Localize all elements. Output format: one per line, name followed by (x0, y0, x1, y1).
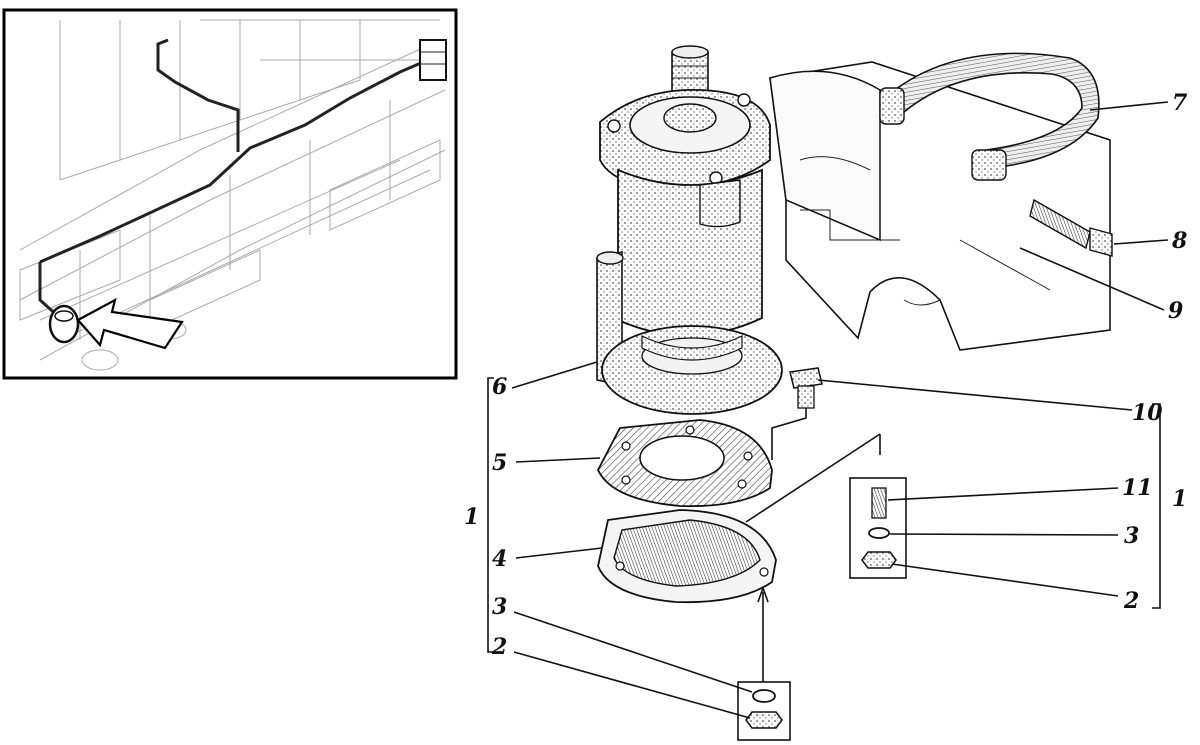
pump-location-marker (48, 304, 80, 344)
callout-2-left: 2 (491, 634, 507, 660)
callout-3-right: 3 (1124, 523, 1139, 549)
callout-9: 9 (1168, 298, 1183, 324)
plate-leader-arrow (757, 585, 769, 603)
callout-1-right: 1 (1172, 486, 1187, 512)
bracket-bolt (1029, 198, 1113, 257)
right-hardware-box (849, 477, 907, 579)
bolt-leader (771, 408, 807, 460)
motor-pump-assembly (596, 45, 783, 415)
valve-top-right (419, 39, 447, 81)
callout-1-left: 1 (464, 504, 479, 530)
callout-10: 10 (1132, 400, 1163, 426)
stud-leader (745, 433, 881, 523)
callout-7: 7 (1172, 90, 1188, 116)
callout-5: 5 (492, 450, 507, 476)
callout-4: 4 (492, 546, 507, 572)
mounting-bracket (769, 61, 1111, 351)
leader-lines (487, 101, 1169, 719)
callout-3-left: 3 (492, 594, 507, 620)
mounting-plate (597, 509, 777, 604)
bolt (789, 367, 823, 409)
gasket (596, 419, 773, 508)
strap-clamp (879, 52, 1100, 181)
callout-6: 6 (492, 374, 507, 400)
callout-11: 11 (1122, 475, 1153, 501)
bottom-hardware-box (737, 585, 791, 741)
callout-2-right: 2 (1123, 588, 1139, 614)
callout-labels: 6 5 1 4 3 2 10 11 1 3 2 7 8 9 (464, 90, 1188, 660)
chassis-frame-icon (19, 19, 446, 371)
location-inset (2, 8, 458, 380)
callout-8: 8 (1171, 228, 1187, 254)
arrow-icon (76, 297, 184, 350)
